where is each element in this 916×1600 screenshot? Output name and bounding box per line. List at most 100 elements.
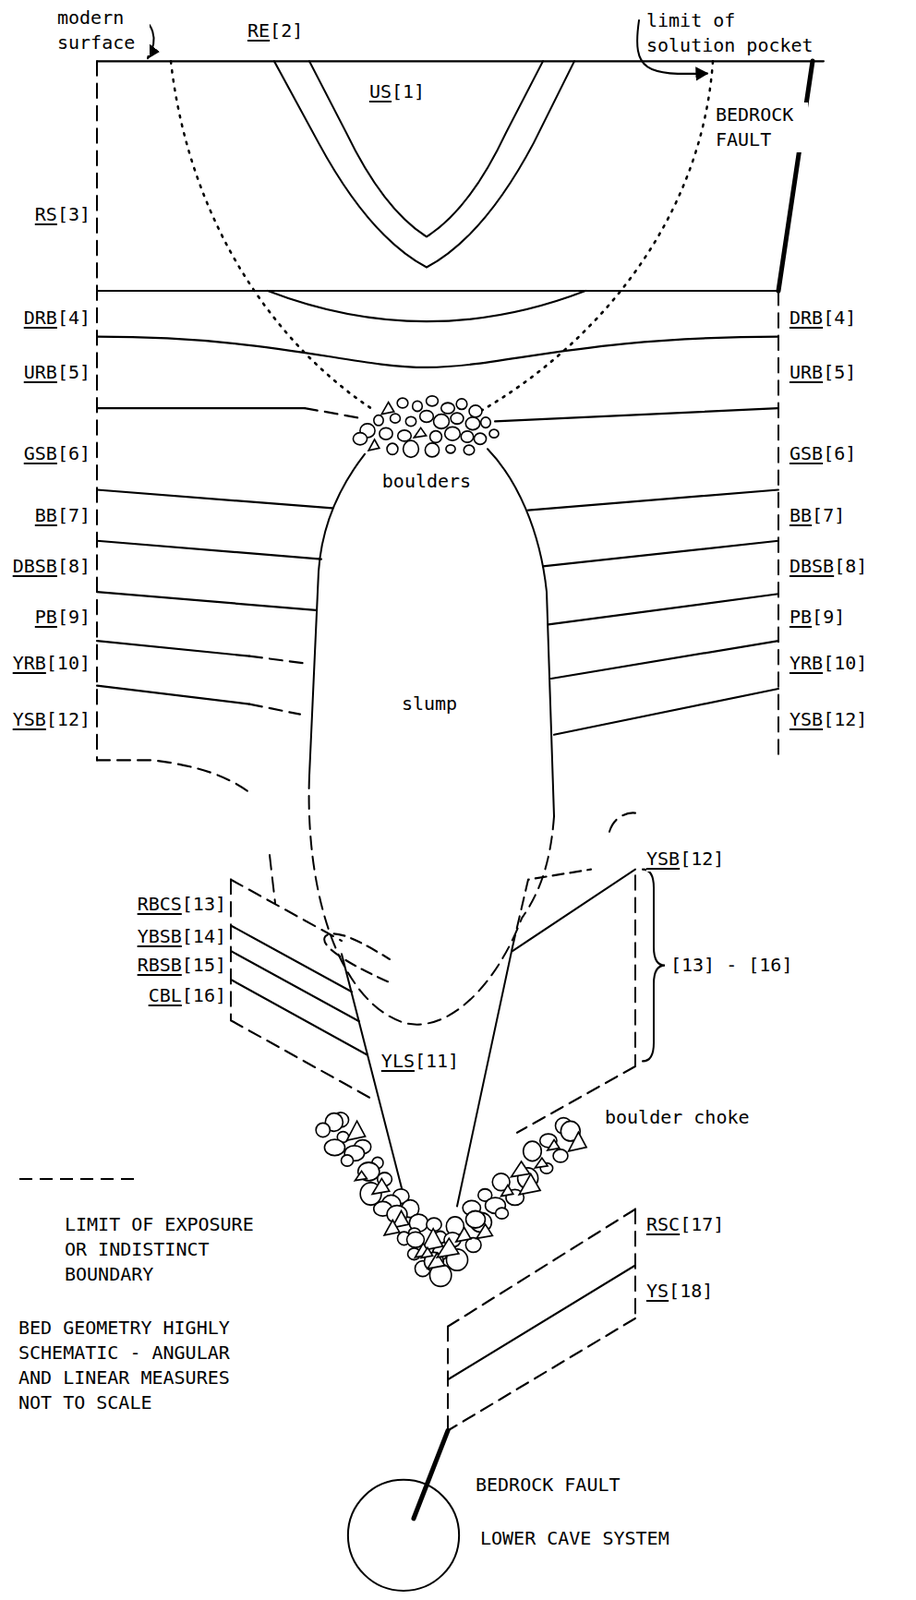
bed-code: URB[5] [789,360,856,386]
boulder [460,431,473,443]
exposure-limit [269,855,276,904]
boulder [456,1228,471,1242]
bed-boundary [341,953,407,1206]
exposure-limit [324,933,390,982]
boulder [433,414,450,430]
bed-code: YBSB[14] [137,924,227,950]
bracket [642,869,665,1062]
boulder [381,402,394,415]
bed-boundary [309,60,543,237]
bed-code: RSC[17] [646,1212,724,1238]
legend-sample [18,1174,141,1184]
boulder [463,445,475,455]
exposure-limit [249,656,305,664]
boulder [426,396,439,407]
bed-code: YRB[10] [12,650,91,676]
slump-boundary [487,448,555,817]
bed-code: PB[9] [35,604,91,630]
bed-code: BB[7] [789,503,845,529]
boulder [518,1174,541,1195]
legend-text: LIMIT OF EXPOSURE OR INDISTINCT BOUNDARY [64,1212,264,1288]
boulder [450,412,464,424]
boulder [352,433,367,446]
solution-pocket-limit [482,60,713,410]
bed-code: GSB[6] [789,441,856,467]
boulder [420,410,434,423]
bed-boundary [457,947,513,1207]
slump-boundary [521,816,555,919]
bed-boundary [494,408,779,422]
boulder [341,1155,354,1167]
bed-boundary [96,490,333,509]
cave-outline [346,1478,461,1593]
bed-boundary [230,979,368,1056]
boulder [489,429,499,438]
bed-code: GSB[6] [24,441,91,467]
bed-code: BB[7] [35,503,91,529]
dashed-sample [19,1178,140,1181]
boulder [368,439,380,451]
boulder [386,443,398,455]
boulder [354,1170,367,1181]
bed-code: RE[2] [247,18,303,44]
bed-boundary [554,688,779,736]
exposure-limit [447,1318,636,1432]
node-text: slump [401,691,458,717]
exposure-limit [96,60,98,760]
boulder [373,415,384,426]
annotation: BEDROCK FAULT [715,102,808,153]
bed-boundary [96,686,250,705]
bed-code: PB[9] [789,604,845,630]
annotation: BED GEOMETRY HIGHLY SCHEMATIC - ANGULAR … [18,1315,241,1416]
bed-boundary [551,640,779,679]
boulder [424,443,439,458]
exposure-limit [447,1209,636,1327]
boulder [379,427,393,440]
boulder [456,398,468,410]
bed-boundary [96,289,779,292]
boulder [568,1132,587,1152]
bed-code: RS[3] [35,202,91,228]
annotation: BEDROCK FAULT [475,1472,621,1498]
boulder [390,413,401,423]
bed-code: DBSB[8] [789,554,868,579]
bed-code: YSB[12] [646,846,724,872]
bed-boundary [548,593,779,625]
boulder [445,426,461,441]
boulder [481,417,492,428]
bed-code: YS[18] [646,1278,713,1304]
slump-boundary [309,775,522,1025]
bed-code: RBCS[13] [137,891,227,917]
bed-boundary [542,541,779,567]
boulder [421,1247,433,1258]
bed-boundary [96,591,316,611]
bed-code: YSB[12] [12,707,91,733]
boulder [372,1179,389,1195]
exposure-limit [634,1209,637,1319]
boulder [441,402,456,414]
boulder [473,433,486,445]
boulder [430,431,443,444]
annotation: boulders [382,469,471,495]
boulder [413,427,426,438]
bedrock-fault [778,60,813,291]
bed-code: CBL[16] [148,983,227,1009]
exposure-limit [512,869,591,948]
annotation: [13] - [16] [670,952,793,978]
cave-circle-outline [348,1480,459,1591]
exposure-limit [446,1326,449,1432]
exposure-limit [230,879,342,941]
boulder [347,1120,366,1141]
boulder-group [315,396,587,1288]
bed-boundary [528,490,779,511]
boulder [384,1220,399,1236]
node-text: LOWER CAVE SYSTEM [480,1526,670,1552]
bed-code: RBSB[15] [137,952,227,978]
bed-boundary [230,925,352,992]
bed-code: DBSB[8] [12,554,91,579]
exposure-limit [634,875,637,1067]
slump-boundary [309,454,365,776]
bed-code: US[1] [369,79,425,105]
annotation: modern surface [57,5,150,56]
